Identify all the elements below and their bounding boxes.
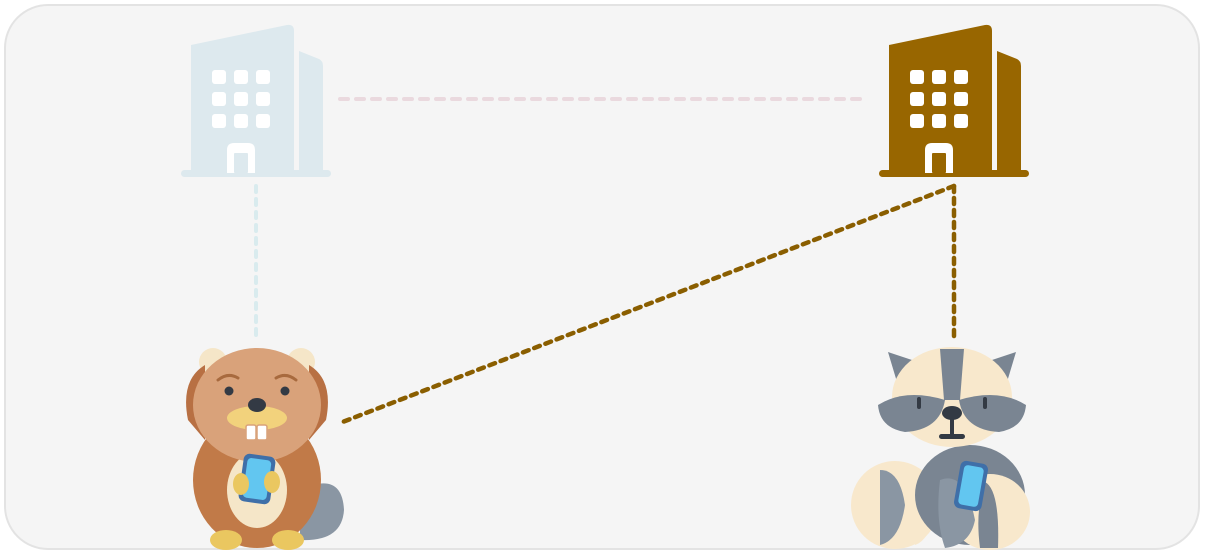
office-building-icon (879, 24, 1029, 177)
link-building-right-beaver (337, 183, 957, 426)
beaver-with-phone-icon (186, 348, 344, 550)
office-building-icon (181, 24, 331, 177)
raccoon-with-phone-icon (851, 347, 1030, 550)
